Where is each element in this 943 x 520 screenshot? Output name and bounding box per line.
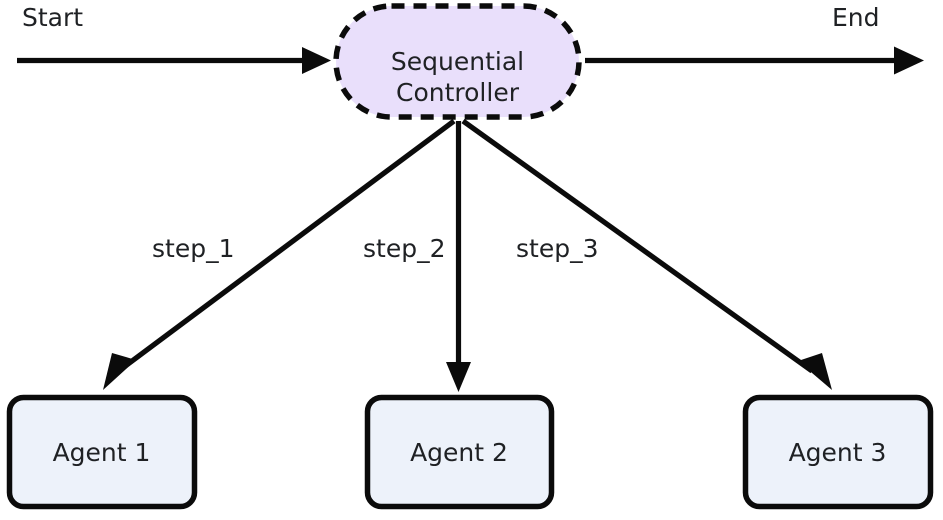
edge-start-arrowhead: [302, 47, 331, 74]
node-agent-1[interactable]: [6, 394, 198, 510]
node-agent-2[interactable]: [364, 394, 555, 510]
edge-step-2-arrowhead: [446, 362, 471, 392]
edge-end-arrowhead: [894, 46, 924, 75]
node-sequential-controller[interactable]: [333, 3, 582, 120]
edge-step-1-line: [118, 118, 456, 373]
edge-start: [17, 47, 331, 74]
edge-label-step-3: step_3: [516, 234, 599, 264]
edge-label-step-1: step_1: [152, 234, 235, 264]
edge-step-1-arrowhead: [103, 353, 136, 390]
edge-step-1: [103, 118, 456, 390]
edge-step-3-arrowhead: [798, 353, 832, 390]
edge-step-2: [446, 121, 471, 392]
terminal-label-end: End: [832, 3, 880, 32]
edge-label-step-2: step_2: [363, 234, 446, 264]
edge-step-3: [461, 118, 832, 390]
edge-end: [585, 46, 924, 75]
terminal-label-start: Start: [22, 3, 84, 32]
edge-step-3-line: [461, 118, 814, 374]
node-agent-3[interactable]: [742, 394, 934, 510]
